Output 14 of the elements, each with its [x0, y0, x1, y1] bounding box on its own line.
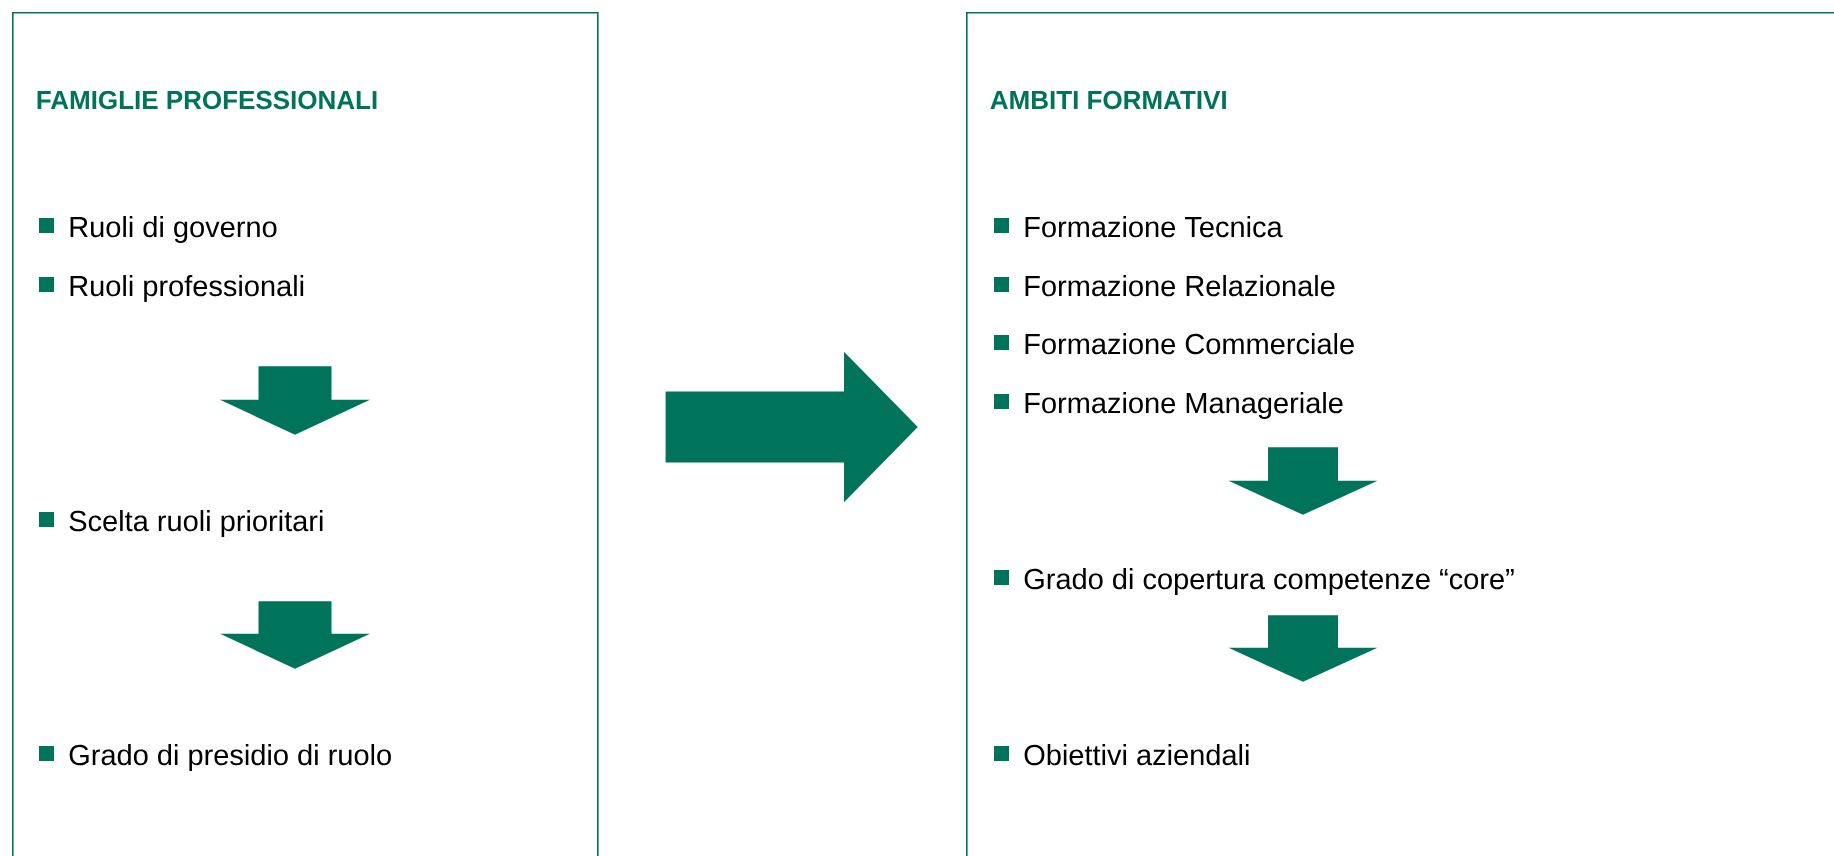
list-item: Scelta ruoli prioritari	[69, 510, 323, 537]
list-item: Grado di presidio di ruolo	[69, 744, 391, 771]
list-item: Ruoli professionali	[70, 275, 304, 302]
list-item: Obiettivi aziendali	[1024, 744, 1249, 766]
list-item: Formazione Tecnica	[1025, 216, 1283, 238]
list-item: Ruoli di governo	[70, 216, 277, 243]
list-item: Formazione Manageriale	[1025, 392, 1343, 419]
block-arrow	[1228, 615, 1378, 682]
list-item: Formazione Commerciale	[1025, 333, 1354, 355]
block-arrow	[220, 366, 370, 435]
block-arrow	[1228, 447, 1378, 515]
block-arrow	[220, 601, 370, 669]
list-item: Formazione Relazionale	[1025, 275, 1335, 297]
list-item: Grado di copertura competenze “core”	[1024, 568, 1514, 595]
